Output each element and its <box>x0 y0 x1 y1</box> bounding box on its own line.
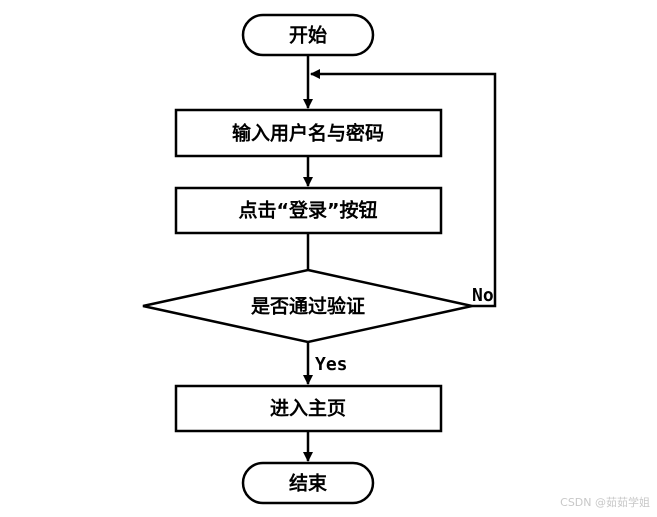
yes-label: Yes <box>315 354 348 375</box>
watermark-text: CSDN @茹茹学姐 <box>560 495 650 509</box>
start-terminal <box>241 13 375 57</box>
decision-label: 是否通过验证 <box>251 295 365 318</box>
step-click-box <box>174 186 443 235</box>
connector-no-loop <box>310 69 497 308</box>
decision-diamond <box>142 268 473 344</box>
step-click-label: 点击“登录”按钮 <box>239 199 378 222</box>
step-enter-box <box>174 384 443 433</box>
no-label: No <box>472 285 494 306</box>
end-label: 结束 <box>289 472 328 495</box>
step-enter-label: 进入主页 <box>270 398 346 420</box>
end-terminal <box>241 461 375 505</box>
step-input-box <box>174 108 443 158</box>
start-label: 开始 <box>289 24 327 47</box>
step-input-label: 输入用户名与密码 <box>232 122 384 145</box>
